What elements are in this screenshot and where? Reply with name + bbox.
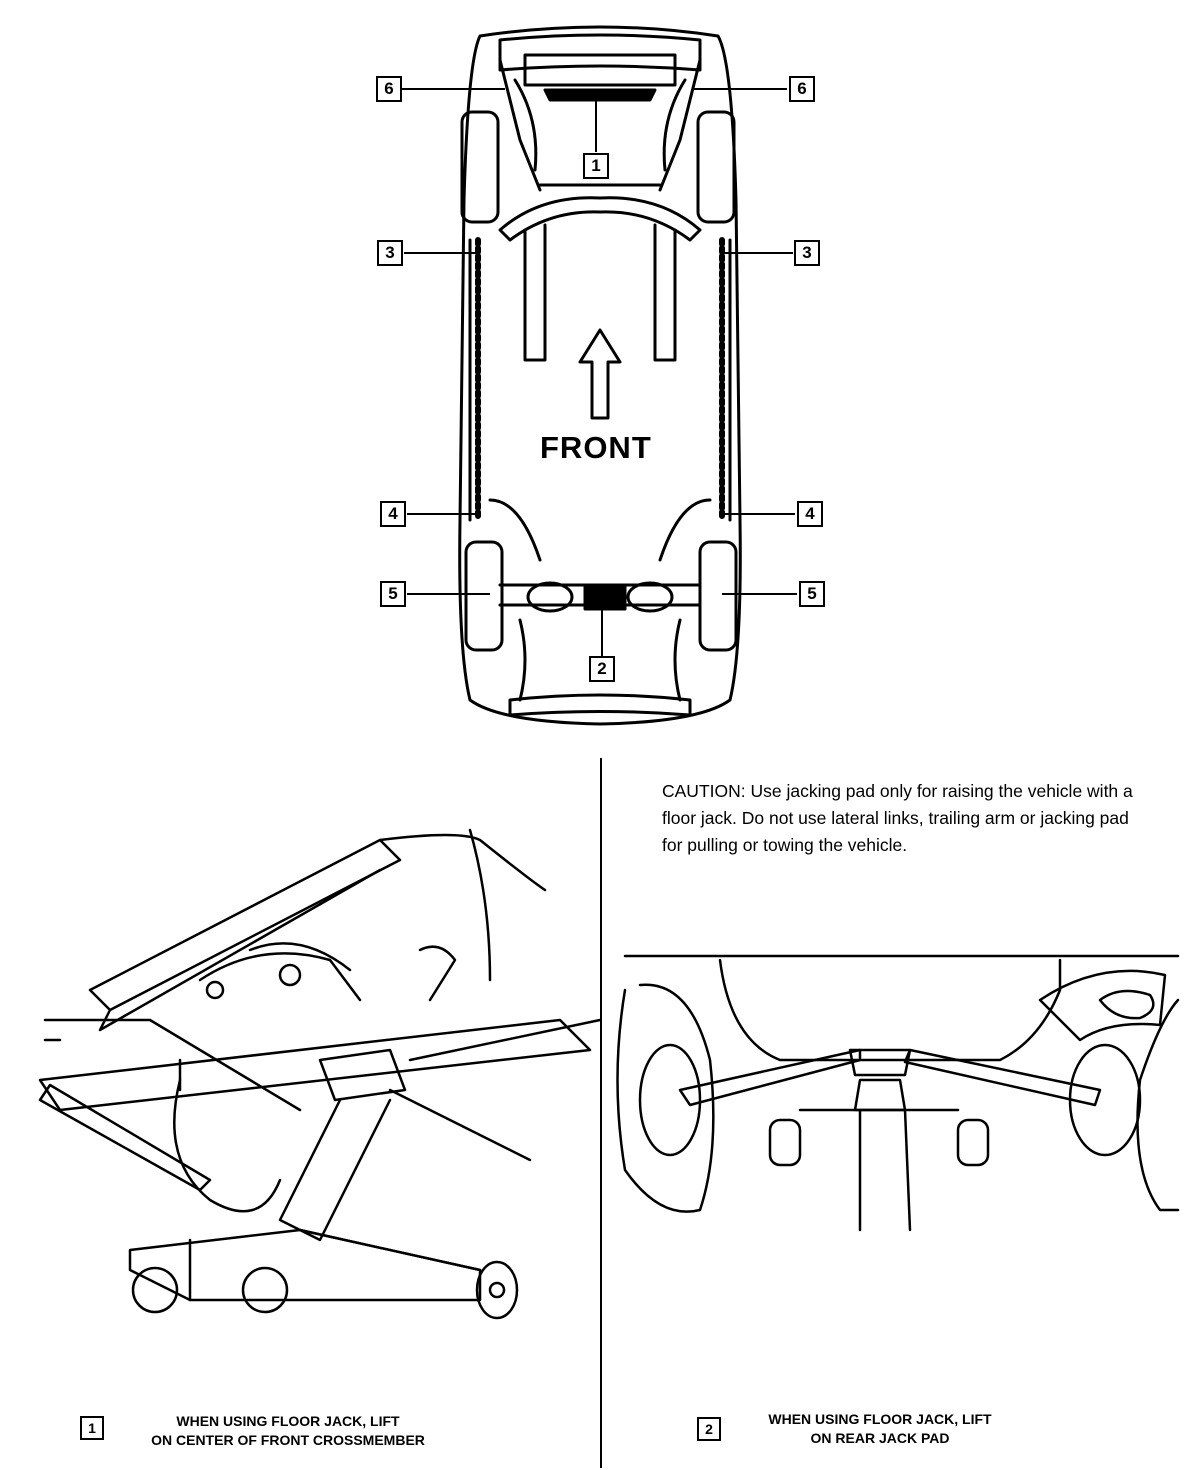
- rear-right-wheel: [698, 540, 738, 652]
- caption-2-line2: ON REAR JACK PAD: [810, 1430, 950, 1446]
- callout-2: 2: [589, 656, 615, 682]
- callout-5-left: 5: [380, 581, 406, 607]
- caution-note: CAUTION: Use jacking pad only for raisin…: [662, 781, 1133, 855]
- caption-2-number: 2: [697, 1417, 721, 1441]
- panel-divider: [600, 758, 602, 1468]
- callout-3-right: 3: [794, 240, 820, 266]
- front-label: FRONT: [540, 430, 652, 465]
- rear-jack-pad: [583, 583, 627, 611]
- front-direction-arrow: [578, 328, 622, 420]
- car-body-outline: [458, 25, 742, 726]
- front-left-wheel: [460, 110, 500, 224]
- caption-1-number: 1: [80, 1416, 104, 1440]
- rear-left-wheel: [464, 540, 504, 652]
- caption-1-line1: WHEN USING FLOOR JACK, LIFT: [176, 1413, 400, 1429]
- callout-4-left: 4: [380, 501, 406, 527]
- callout-4-right: 4: [797, 501, 823, 527]
- front-right-wheel: [696, 110, 736, 224]
- callout-1: 1: [583, 153, 609, 179]
- vehicle-underside-diagram: [402, 25, 797, 726]
- caption-2-line1: WHEN USING FLOOR JACK, LIFT: [768, 1411, 992, 1427]
- callout-3-left: 3: [377, 240, 403, 266]
- callout-5-right: 5: [799, 581, 825, 607]
- caption-1-line2: ON CENTER OF FRONT CROSSMEMBER: [151, 1432, 425, 1448]
- callout-6-left: 6: [376, 76, 402, 102]
- callout-6-right: 6: [789, 76, 815, 102]
